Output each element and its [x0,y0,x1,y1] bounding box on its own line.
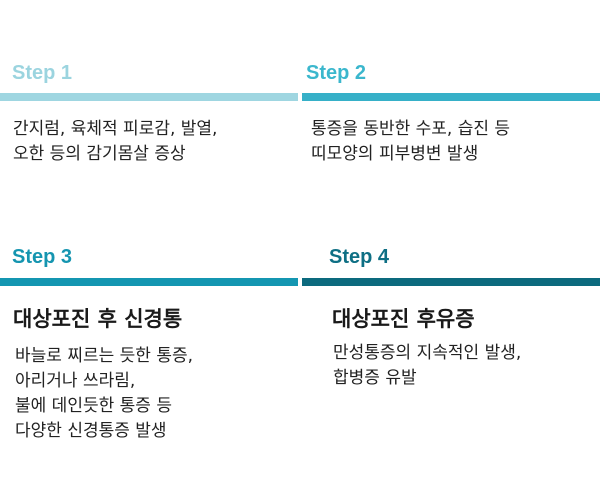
step-4-line-1: 만성통증의 지속적인 발생, [333,343,522,363]
step-3-bar [0,278,298,286]
step-3-line-3: 불에 데인듯한 통증 등 [15,396,172,416]
step-3-title: 대상포진 후 신경통 [13,307,183,331]
step-2-line-1: 통증을 동반한 수포, 습진 등 [311,119,511,139]
step-3-line-2: 아리거나 쓰라림, [15,371,136,391]
step-2-line-2: 띠모양의 피부병변 발생 [311,144,479,164]
step-2-label: Step 2 [306,62,367,84]
step-3-line-4: 다양한 신경통증 발생 [15,421,167,441]
step-2-description: 통증을 동반한 수포, 습진 등 띠모양의 피부병변 발생 [311,117,510,167]
step-1-line-1: 간지럼, 육체적 피로감, 발열, [13,119,218,139]
step-3-line-1: 바늘로 찌르는 듯한 통증, [15,346,194,366]
step-4-line-2: 합병증 유발 [333,368,417,388]
step-2-bar [302,93,600,101]
step-1-bar [0,93,298,101]
step-4-bar [302,278,600,286]
step-3-description: 바늘로 찌르는 듯한 통증, 아리거나 쓰라림, 불에 데인듯한 통증 등 다양… [15,344,193,444]
step-3-label: Step 3 [12,246,73,268]
step-1-description: 간지럼, 육체적 피로감, 발열, 오한 등의 감기몸살 증상 [13,117,217,167]
step-4-title: 대상포진 후유증 [332,307,475,331]
step-4-label: Step 4 [329,246,390,268]
step-1-line-2: 오한 등의 감기몸살 증상 [13,144,186,164]
step-4-description: 만성통증의 지속적인 발생, 합병증 유발 [333,341,521,391]
step-1-label: Step 1 [12,62,73,84]
